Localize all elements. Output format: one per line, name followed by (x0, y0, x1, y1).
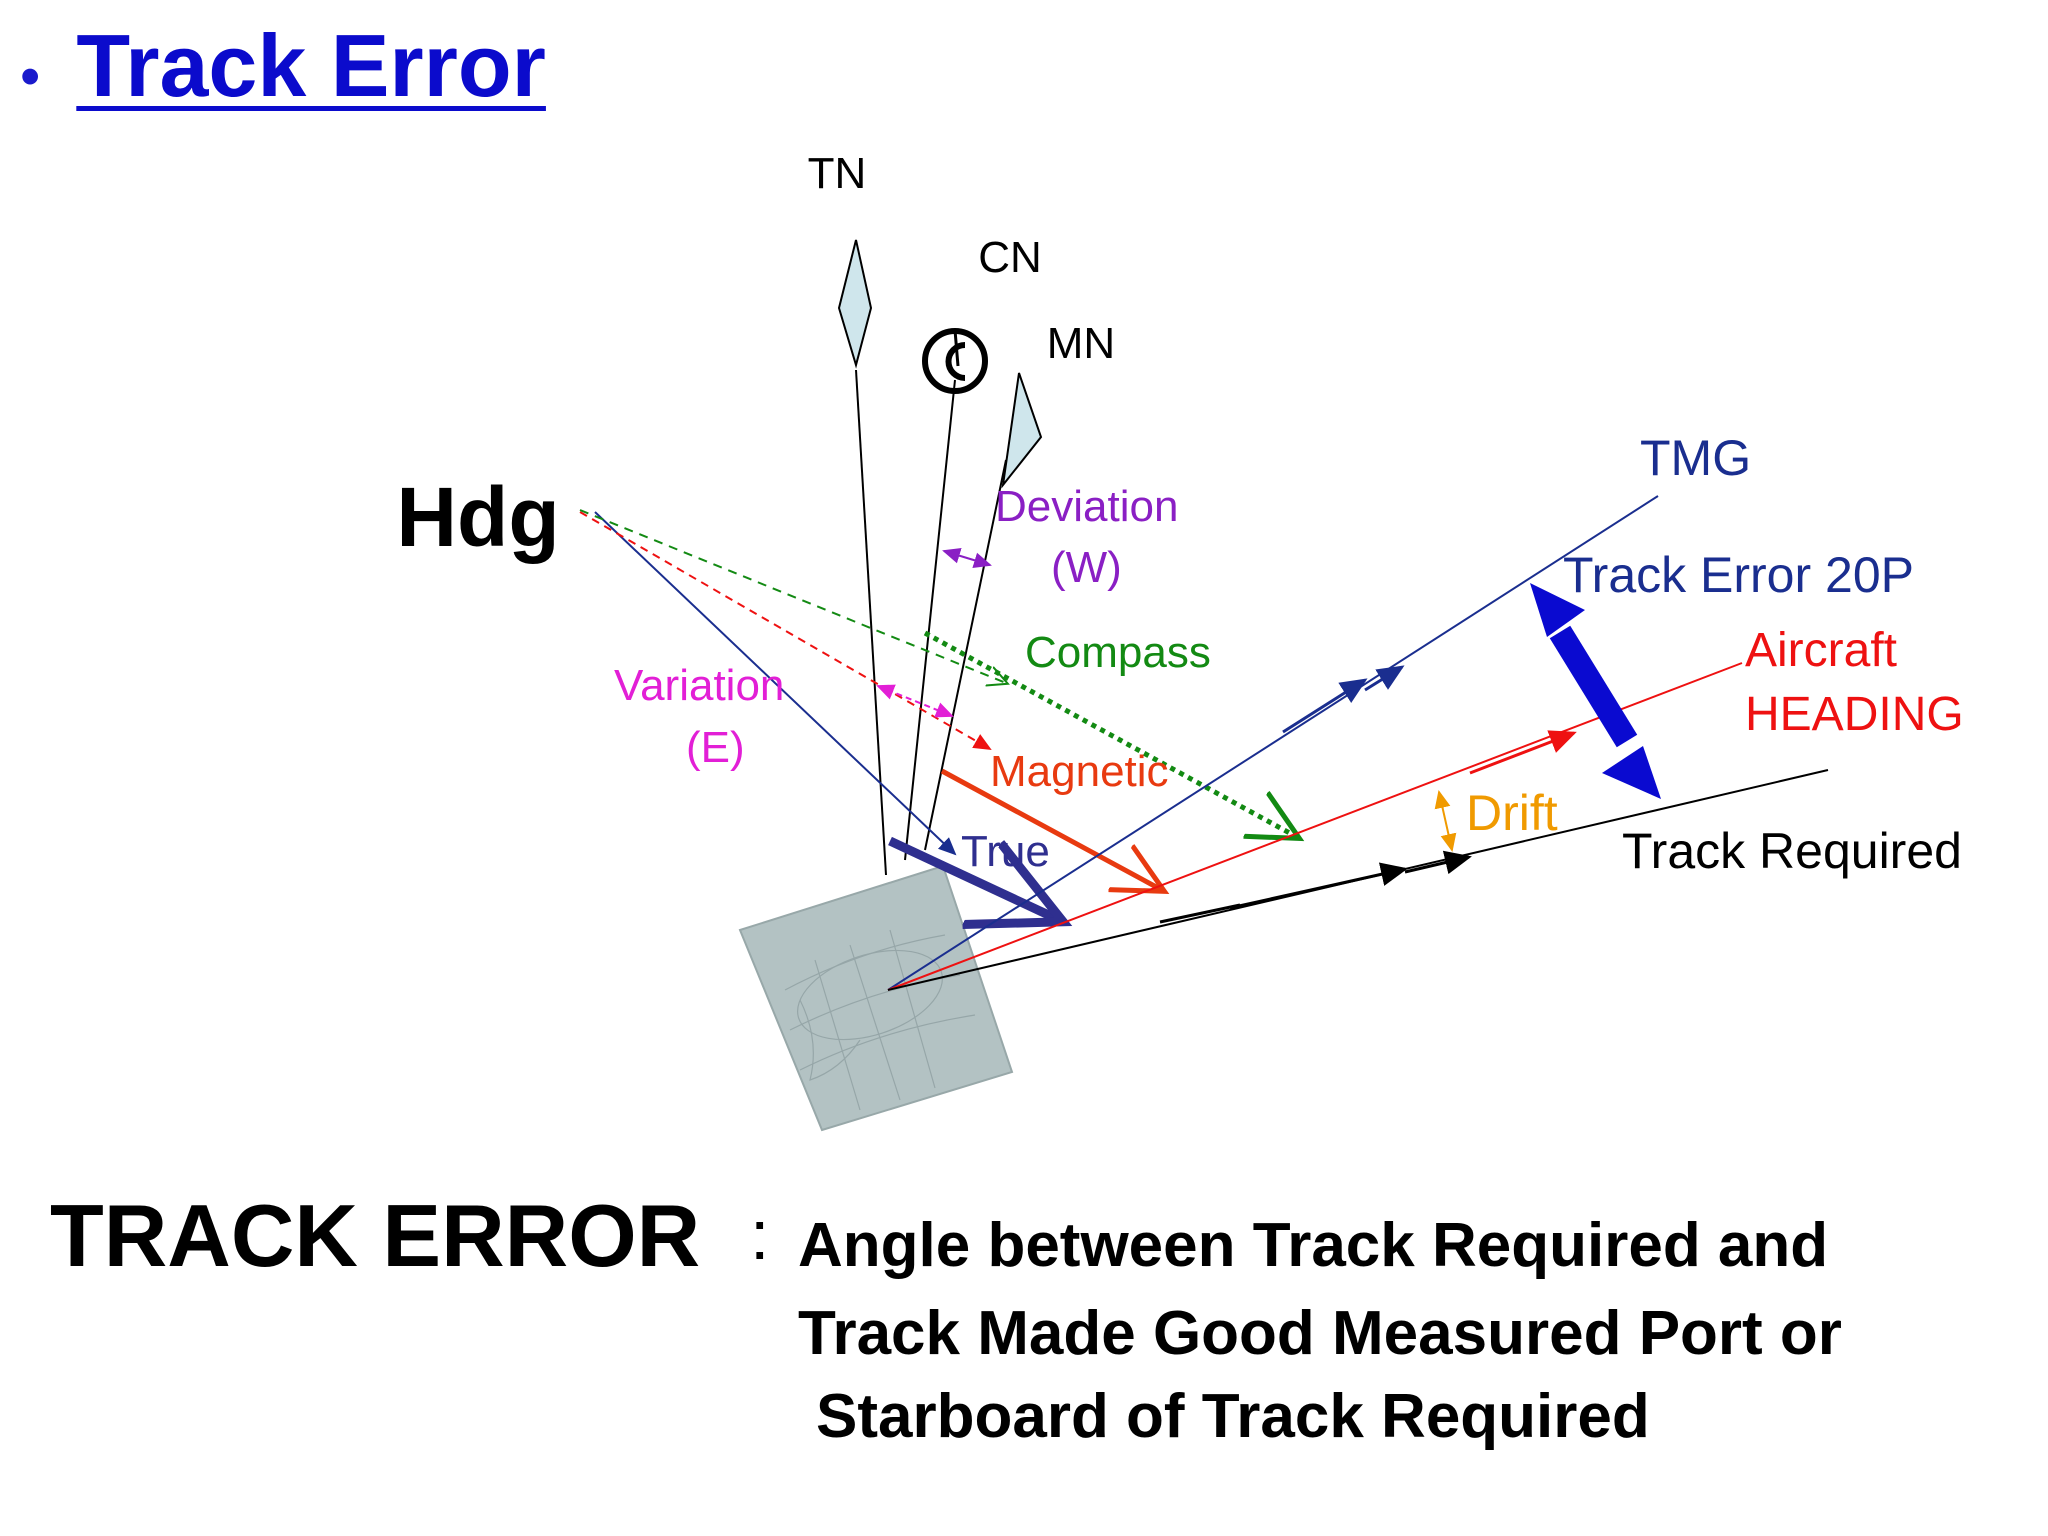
label-compass: Compass (1025, 628, 1211, 677)
compass-dashed-line (579, 509, 1006, 683)
tmg-line (887, 495, 1659, 991)
magnetic-north-marker (1001, 372, 1043, 489)
slide-title: Track Error (76, 16, 546, 115)
variation-angle-arrow (876, 684, 954, 718)
label-track-required: Track Required (1622, 823, 1962, 879)
compass-heading-arrow (923, 630, 1295, 836)
tmg-arrow-1 (1282, 678, 1368, 734)
compass-north-symbol (922, 328, 988, 394)
aircraft-heading-arrow (1469, 730, 1577, 775)
bullet-icon: • (20, 44, 41, 109)
label-true: True (961, 827, 1050, 876)
chart-image (738, 864, 1014, 1132)
track-required-arrow-2 (1404, 850, 1472, 875)
definition-line-1: Angle between Track Required and (798, 1211, 1829, 1280)
definition-line-2: Track Made Good Measured Port or (798, 1299, 1842, 1368)
track-required-segment (1159, 903, 1241, 924)
compass-north-line (904, 379, 956, 861)
label-aircraft: Aircraft (1745, 624, 1897, 677)
label-track-error-value: Track Error 20P (1563, 547, 1914, 603)
label-variation: Variation (614, 661, 784, 710)
definition-term: TRACK ERROR (50, 1186, 701, 1285)
magnetic-north-line (924, 459, 1007, 851)
definition-colon: : (750, 1196, 770, 1274)
slide-title-row: • Track Error (20, 22, 546, 110)
tmg-arrow-2 (1364, 665, 1405, 692)
true-heading-line (594, 511, 957, 856)
magnetic-heading-arrow (940, 768, 1160, 889)
true-north-marker (837, 239, 873, 369)
label-deviation-direction: (W) (1051, 543, 1122, 592)
label-hdg: Hdg (396, 470, 559, 564)
drift-angle-arrow (1434, 790, 1457, 852)
true-north-line (855, 369, 887, 876)
label-heading: HEADING (1745, 688, 1964, 741)
label-variation-direction: (E) (686, 723, 745, 772)
label-cn: CN (978, 233, 1042, 282)
label-mn: MN (1047, 319, 1115, 368)
label-tmg: TMG (1640, 430, 1751, 486)
deviation-angle-arrow (942, 548, 992, 568)
track-error-arrow (1530, 583, 1661, 799)
label-magnetic: Magnetic (990, 747, 1169, 796)
label-deviation: Deviation (995, 482, 1178, 531)
true-heading-arrow (888, 836, 1055, 918)
track-required-arrow-1 (1229, 862, 1408, 910)
label-tn: TN (808, 149, 867, 198)
definition-line-3: Starboard of Track Required (816, 1382, 1650, 1451)
label-drift: Drift (1466, 785, 1558, 841)
